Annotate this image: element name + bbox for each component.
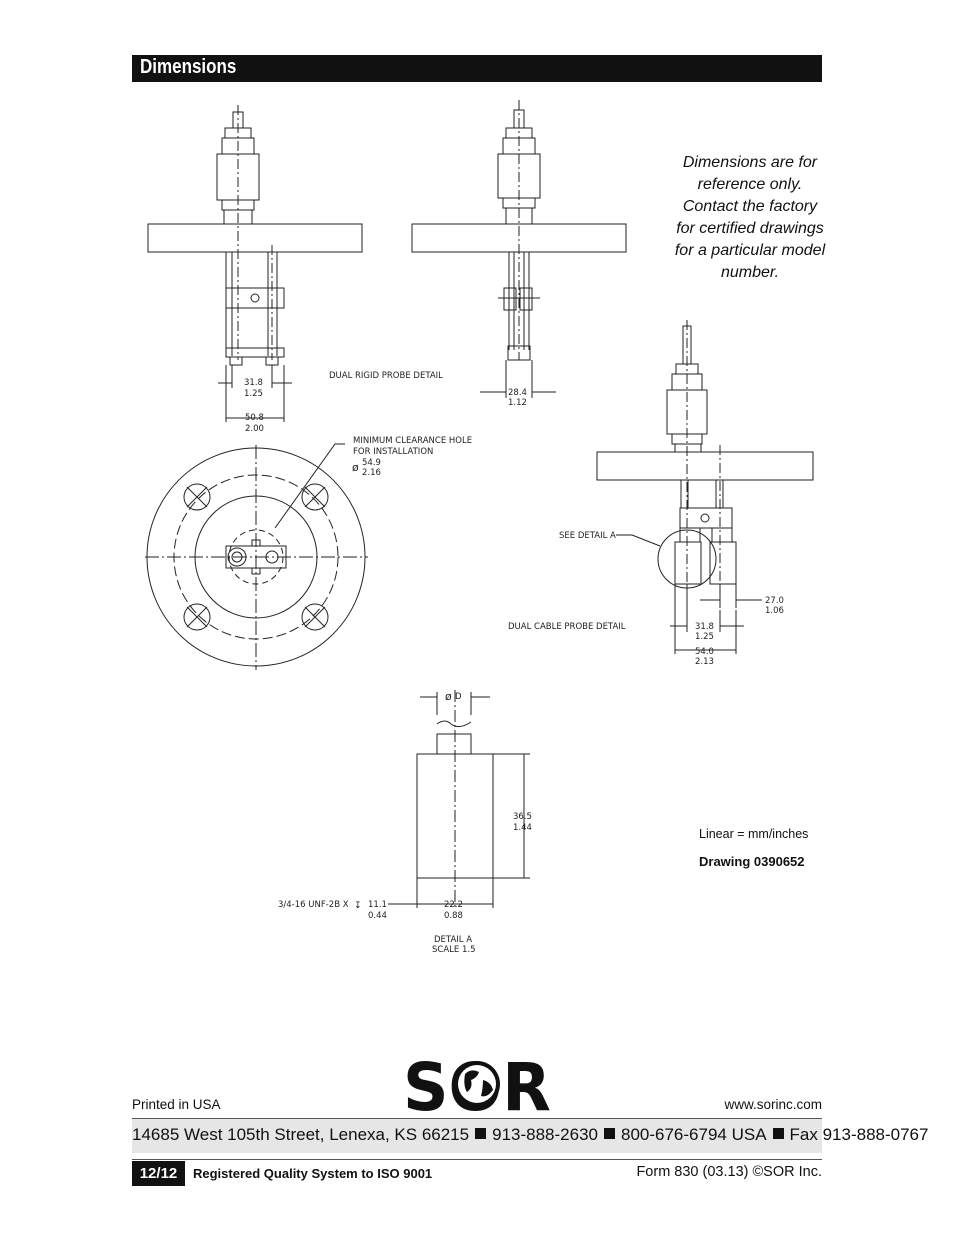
dim-text: 54.9: [362, 458, 381, 468]
dim-text: 0.44: [368, 911, 387, 921]
note-line: number.: [720, 264, 780, 281]
rigid-probe-front-view: [147, 105, 363, 422]
dim-text: 28.4: [508, 388, 527, 398]
note-line: for certified drawings: [676, 220, 824, 237]
drawing-number: Drawing 0390652: [699, 854, 805, 869]
rigid-probe-side-view: [411, 100, 627, 398]
drawing-label: MINIMUM CLEARANCE HOLE: [353, 436, 472, 446]
dim-text: 1.25: [695, 632, 714, 642]
dim-text: 31.8: [695, 622, 714, 632]
depth-symbol: ↧: [354, 901, 362, 911]
drawing-label: SCALE 1.5: [432, 945, 475, 955]
bullet-square-icon: [772, 1128, 784, 1139]
phone: 913-888-2630: [492, 1125, 598, 1144]
cable-probe-view: [596, 320, 814, 654]
dim-text: 22.2: [444, 900, 463, 910]
note-line: Contact the factory: [682, 198, 818, 215]
reference-note: Dimensions are for reference only. Conta…: [670, 152, 830, 284]
units-note: Linear = mm/inches: [699, 827, 809, 841]
dim-text: D: [455, 692, 462, 702]
address: 14685 West 105th Street, Lenexa, KS 6621…: [132, 1125, 470, 1144]
dim-text: 11.1: [368, 900, 387, 910]
dim-text: 2.00: [245, 424, 264, 434]
iso-note: Registered Quality System to ISO 9001: [193, 1166, 433, 1181]
drawing-label: DUAL CABLE PROBE DETAIL: [508, 622, 626, 632]
note-line: Dimensions are for: [682, 154, 818, 171]
bullet-square-icon: [603, 1128, 615, 1139]
dim-text: 54.0: [695, 647, 714, 657]
dim-text: 31.8: [244, 378, 263, 388]
dim-text: 1.44: [513, 823, 532, 833]
dim-text: 2.13: [695, 657, 714, 667]
drawing-label: SEE DETAIL A: [559, 531, 616, 541]
diameter-symbol: ø: [445, 690, 452, 703]
drawing-label: DUAL RIGID PROBE DETAIL: [329, 371, 443, 381]
dim-text: 1.25: [244, 389, 263, 399]
technical-drawing: 31.8 1.25 50.8 2.00 DUAL RIGID PROBE DET…: [145, 100, 814, 955]
section-header: Dimensions: [132, 55, 822, 82]
divider: [132, 1159, 822, 1160]
sor-logo: SOR: [403, 1052, 551, 1114]
note-line: reference only.: [697, 176, 803, 193]
dim-text: 0.88: [444, 911, 463, 921]
flange-top-view: [145, 443, 368, 670]
note-line: for a particular model: [674, 242, 826, 259]
divider: [132, 1118, 822, 1119]
dim-text: 2.16: [362, 468, 381, 478]
page-number: 12/12: [132, 1161, 185, 1186]
dim-text: 1.12: [508, 398, 527, 408]
bullet-square-icon: [475, 1128, 487, 1139]
dim-text: 50.8: [245, 413, 264, 423]
dim-text: 1.06: [765, 606, 784, 616]
contact-bar: 14685 West 105th Street, Lenexa, KS 6621…: [132, 1119, 928, 1153]
website-link[interactable]: www.sorinc.com: [724, 1097, 822, 1112]
diameter-symbol: ø: [352, 461, 359, 474]
drawing-label: FOR INSTALLATION: [353, 447, 433, 457]
toll-free-phone: 800-676-6794 USA: [620, 1125, 767, 1144]
detail-a-view: [388, 690, 530, 910]
printed-in-usa: Printed in USA: [132, 1097, 221, 1112]
dim-text: 27.0: [765, 596, 784, 606]
drawing-label: DETAIL A: [434, 935, 472, 945]
fax: Fax 913-888-0767: [789, 1125, 929, 1144]
section-title: Dimensions: [140, 56, 237, 78]
drawing-label: 3/4-16 UNF-2B X: [278, 900, 349, 910]
dim-text: 36.5: [513, 812, 532, 822]
form-number: Form 830 (03.13) ©SOR Inc.: [636, 1164, 822, 1180]
